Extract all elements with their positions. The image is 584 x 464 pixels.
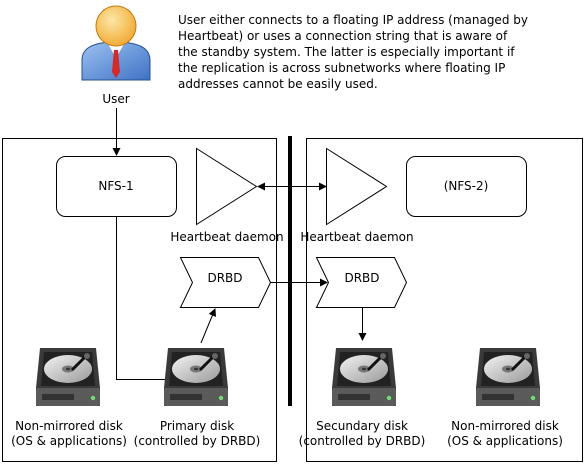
note-line: addresses cannot be easily used. xyxy=(178,77,378,91)
right-heartbeat-daemon[interactable] xyxy=(326,147,388,226)
hard-disk-icon xyxy=(34,346,102,408)
user-label: User xyxy=(102,92,129,106)
right-drbd-label: DRBD xyxy=(344,271,379,285)
right-drbd-shape[interactable] xyxy=(315,257,408,308)
secondary-disk-sublabel: (controlled by DRBD) xyxy=(299,434,426,448)
hard-disk-icon xyxy=(162,346,230,408)
nfs1-server-box[interactable] xyxy=(56,156,177,217)
left-server-panel xyxy=(2,138,277,462)
hard-disk-icon xyxy=(474,346,542,408)
right-server-panel xyxy=(306,138,583,462)
network-divider xyxy=(288,136,292,406)
nfs1-to-primary-disk-line xyxy=(116,217,165,380)
user-note: User either connects to a floating IP ad… xyxy=(178,13,532,91)
primary-disk-to-drbd-arrow xyxy=(200,308,217,344)
hard-disk-icon xyxy=(330,346,398,408)
note-line: the standby system. The latter is especi… xyxy=(178,45,515,59)
left-os-disk-label: Non-mirrored disk xyxy=(15,419,123,433)
nfs2-label: (NFS-2) xyxy=(444,179,489,193)
right-os-disk-sublabel: (OS & applications) xyxy=(447,434,563,448)
right-os-disk-label: Non-mirrored disk xyxy=(451,419,559,433)
nfs2-server-box[interactable] xyxy=(406,156,527,217)
primary-disk-label: Primary disk xyxy=(160,419,234,433)
left-heartbeat-daemon[interactable] xyxy=(196,147,258,226)
nfs1-label: NFS-1 xyxy=(98,179,133,193)
user-icon xyxy=(81,5,151,81)
note-line: the replication is across subnetworks wh… xyxy=(178,61,505,75)
note-line: User either connects to a floating IP ad… xyxy=(178,13,528,27)
left-os-disk-sublabel: (OS & applications) xyxy=(11,434,127,448)
left-drbd-shape[interactable] xyxy=(179,257,272,308)
secondary-disk-label: Secundary disk xyxy=(316,419,408,433)
primary-disk-sublabel: (controlled by DRBD) xyxy=(134,434,261,448)
note-line: Heartbeat) or uses a connection string t… xyxy=(178,29,508,43)
left-heartbeat-label: Heartbeat daemon xyxy=(170,230,283,244)
right-heartbeat-label: Heartbeat daemon xyxy=(300,230,413,244)
left-drbd-label: DRBD xyxy=(207,271,242,285)
